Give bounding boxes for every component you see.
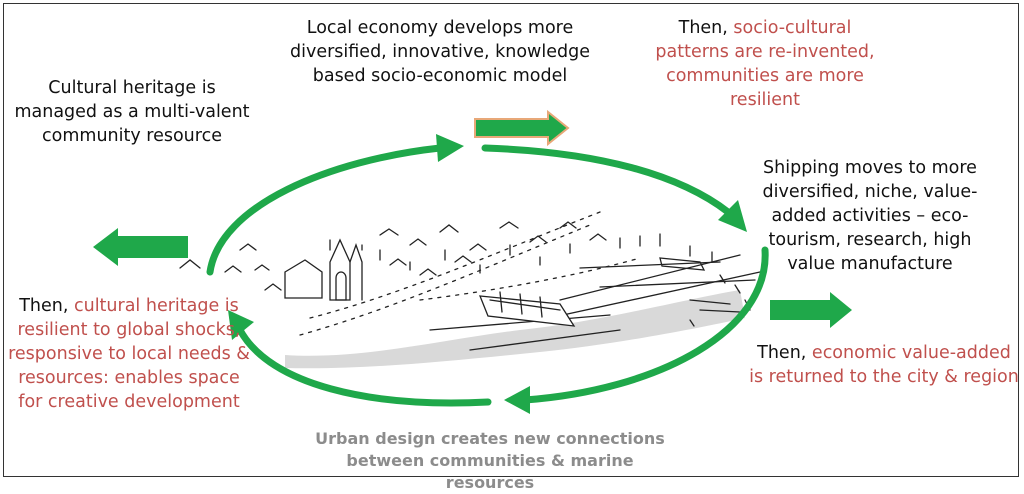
cycle-arrow-right-bottom xyxy=(521,246,769,404)
left-outcome: cultural heritage is resilient to global… xyxy=(8,296,250,412)
bottom-right-prefix: Then, xyxy=(757,343,812,363)
outcome-arrow-right xyxy=(770,292,852,328)
arrowhead-top-left xyxy=(436,134,464,162)
right-label: Shipping moves to more diversified, nich… xyxy=(762,158,978,274)
cycle-diagram: Local economy develops more diversified,… xyxy=(3,3,1020,492)
arrowhead-right-bottom xyxy=(504,386,530,414)
left-label: Then, cultural heritage is resilient to … xyxy=(6,294,252,414)
arrowhead-left-bottom xyxy=(228,310,254,340)
outcome-arrow-left xyxy=(93,228,188,266)
cycle-arrowheads xyxy=(228,134,747,414)
bottom-right-label: Then, economic value-added is returned t… xyxy=(748,341,1020,389)
top-right-prefix: Then, xyxy=(678,18,734,38)
arrowhead-top-right xyxy=(718,200,747,232)
diagram-frame xyxy=(3,3,1019,477)
top-left-label: Cultural heritage is managed as a multi-… xyxy=(14,78,250,146)
cycle-arrow-top-left xyxy=(206,144,444,276)
top-right-label: Then, socio-cultural patterns are re-inv… xyxy=(645,16,885,112)
left-prefix: Then, xyxy=(19,296,74,316)
outcome-arrow-top xyxy=(474,109,570,147)
cycle-arrow-left-bottom xyxy=(236,326,492,407)
cycle-arrows xyxy=(206,144,769,407)
bottom-caption: Urban design creates new connections bet… xyxy=(315,429,665,492)
top-right-outcome: socio-cultural patterns are re-invented,… xyxy=(655,18,875,110)
cycle-arrow-top-right xyxy=(481,144,732,216)
diagram-artwork xyxy=(93,109,852,414)
top-center-label: Local economy develops more diversified,… xyxy=(290,18,590,86)
bottom-right-outcome: economic value-added is returned to the … xyxy=(749,343,1019,387)
harbour-sketch-illustration xyxy=(179,211,761,369)
